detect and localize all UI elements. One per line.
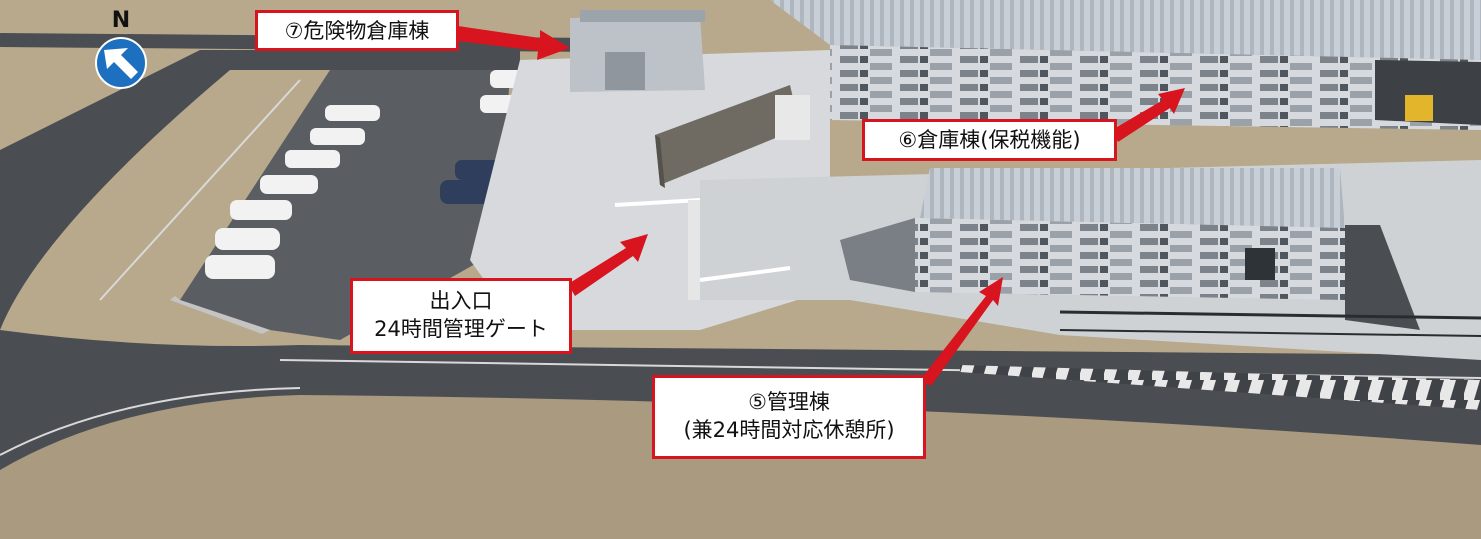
label-admin-building-line2: (兼24時間対応休憩所) — [683, 418, 895, 442]
label-bonded-warehouse: ⑥倉庫棟(保税機能) — [862, 119, 1117, 161]
warehouse-arrow — [1112, 88, 1185, 142]
hazard-arrow — [458, 26, 570, 60]
label-entrance-gate: 出入口 24時間管理ゲート — [350, 278, 572, 354]
label-admin-building-line1: ⑤管理棟 — [748, 390, 830, 414]
compass-north-letter: N — [111, 8, 131, 33]
north-arrow-icon — [95, 37, 147, 89]
gate-arrow — [568, 234, 648, 296]
label-entrance-gate-line2: 24時間管理ゲート — [374, 317, 548, 341]
compass: N — [86, 10, 156, 90]
label-hazardous-warehouse: ⑦危険物倉庫棟 — [255, 10, 459, 51]
admin-arrow — [920, 277, 1003, 386]
label-admin-building: ⑤管理棟 (兼24時間対応休憩所) — [652, 375, 926, 459]
label-bonded-warehouse-text: ⑥倉庫棟(保税機能) — [898, 128, 1081, 152]
label-entrance-gate-line1: 出入口 — [429, 289, 493, 313]
label-hazardous-warehouse-text: ⑦危険物倉庫棟 — [284, 19, 430, 43]
